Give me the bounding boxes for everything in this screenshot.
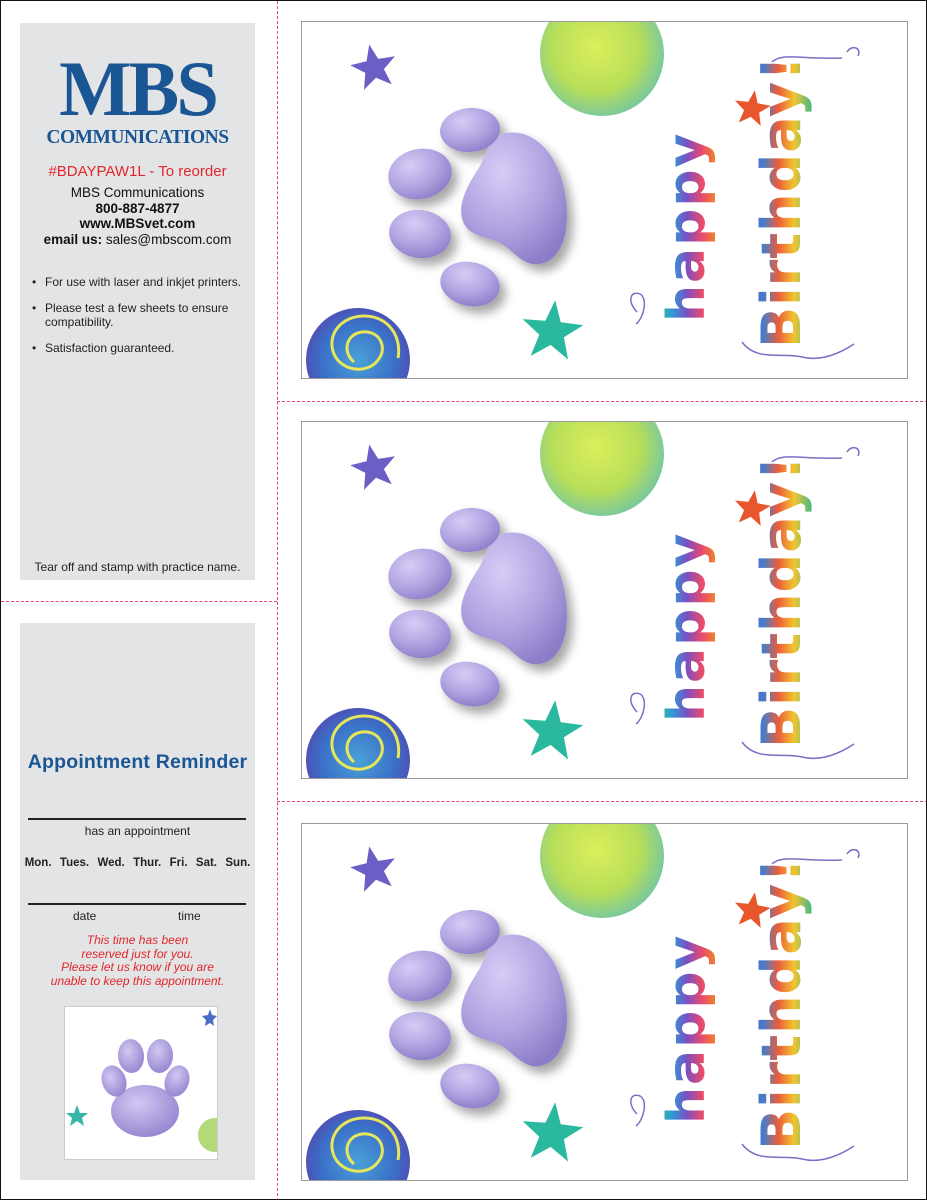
date-time-line: [28, 903, 246, 905]
teal-star-icon: [522, 700, 584, 760]
time-label: time: [178, 909, 201, 923]
appointment-reminder-panel: Appointment Reminder has an appointment …: [20, 623, 255, 1180]
postcard-art: happy Birthday!: [306, 22, 860, 378]
birthday-word: Birthday!: [750, 455, 813, 748]
blue-circle: [306, 308, 410, 378]
postcard-art: happy Birthday!: [306, 824, 860, 1180]
reservation-note: This time has been reserved just for you…: [20, 933, 255, 988]
happy-word: happy: [657, 934, 717, 1124]
birthday-postcard-1: happy Birthday!: [301, 21, 908, 379]
red-star-icon: [735, 90, 771, 126]
website: www.MBSvet.com: [79, 216, 196, 231]
blue-circle: [306, 708, 410, 778]
yellow-swirl: [330, 714, 401, 771]
swirl-flourish: [630, 848, 860, 1161]
tearoff-instruction: Tear off and stamp with practice name.: [34, 560, 241, 574]
note-line: This time has been: [86, 933, 189, 947]
teal-star-icon: [522, 1102, 584, 1162]
green-circle: [540, 22, 664, 116]
thumb-green-dot: [198, 1118, 217, 1152]
purple-star-icon: [350, 846, 395, 892]
email-label: email us:: [43, 231, 103, 247]
happy-word: happy: [657, 532, 717, 722]
birthday-postcard-2: happy Birthday!: [301, 421, 908, 779]
green-circle: [540, 422, 664, 516]
info-panel: MBS COMMUNICATIONS #BDAYPAW1L - To reord…: [20, 23, 255, 580]
note-line: Please let us know if you are: [61, 960, 214, 974]
swirl-flourish: [630, 446, 860, 759]
birthday-word: Birthday!: [750, 55, 813, 348]
paw-print-icon: [388, 507, 567, 707]
note-line: reserved just for you.: [81, 946, 194, 961]
postcard-art: happy Birthday!: [306, 422, 860, 778]
reminder-title: Appointment Reminder: [27, 751, 248, 773]
usage-note: Please test a few sheets to ensure compa…: [32, 301, 250, 329]
blue-circle: [306, 1110, 410, 1180]
has-appointment-label: has an appointment: [84, 824, 191, 838]
paw-thumbnail-art: [66, 1009, 217, 1152]
yellow-swirl: [330, 1116, 401, 1173]
weekday-options: Mon. Tues. Wed. Thur. Fri. Sat. Sun.: [24, 857, 251, 869]
purple-star-icon: [350, 444, 395, 490]
perforation-card-divider-1: [277, 401, 926, 402]
happy-birthday-text: happy Birthday!: [630, 46, 860, 359]
date-label: date: [73, 909, 97, 923]
paw-print-icon: [388, 909, 567, 1109]
perforation-card-divider-2: [277, 801, 926, 802]
mbs-logo: MBS COMMUNICATIONS: [20, 45, 255, 149]
happy-word: happy: [657, 132, 717, 322]
birthday-postcard-3: happy Birthday!: [301, 823, 908, 1181]
contact-block: MBS Communications 800-887-4877 www.MBSv…: [20, 185, 255, 247]
paw-thumbnail-image: [64, 1006, 218, 1160]
purple-star-icon: [350, 44, 395, 90]
teal-star-icon: [522, 300, 584, 360]
thumb-star-icon: [66, 1105, 88, 1126]
birthday-word: Birthday!: [750, 857, 813, 1150]
usage-note: For use with laser and inkjet printers.: [32, 275, 250, 289]
paw-print-icon: [388, 107, 567, 307]
company-name: MBS Communications: [70, 185, 205, 200]
name-line: [28, 818, 246, 820]
red-star-icon: [735, 892, 771, 928]
logo-sub-text: COMMUNICATIONS: [46, 127, 229, 148]
thumb-paw-icon: [101, 1039, 190, 1137]
usage-notes: For use with laser and inkjet printers. …: [32, 275, 250, 367]
yellow-swirl: [330, 314, 401, 371]
usage-note: Satisfaction guaranteed.: [32, 341, 250, 355]
swirl-flourish: [630, 46, 860, 359]
happy-birthday-text: happy Birthday!: [630, 446, 860, 759]
thumb-star-icon: [202, 1009, 217, 1026]
reorder-code: #BDAYPAW1L - To reorder: [48, 163, 227, 180]
happy-birthday-text: happy Birthday!: [630, 848, 860, 1161]
note-line: unable to keep this appointment.: [50, 973, 225, 988]
phone-number: 800-887-4877: [95, 200, 180, 216]
red-star-icon: [735, 490, 771, 526]
perforation-vertical: [277, 1, 278, 1199]
email-address: sales@mbscom.com: [105, 231, 232, 247]
perforation-left-horizontal: [1, 601, 277, 602]
green-circle: [540, 824, 664, 918]
logo-main-text: MBS: [59, 45, 219, 132]
